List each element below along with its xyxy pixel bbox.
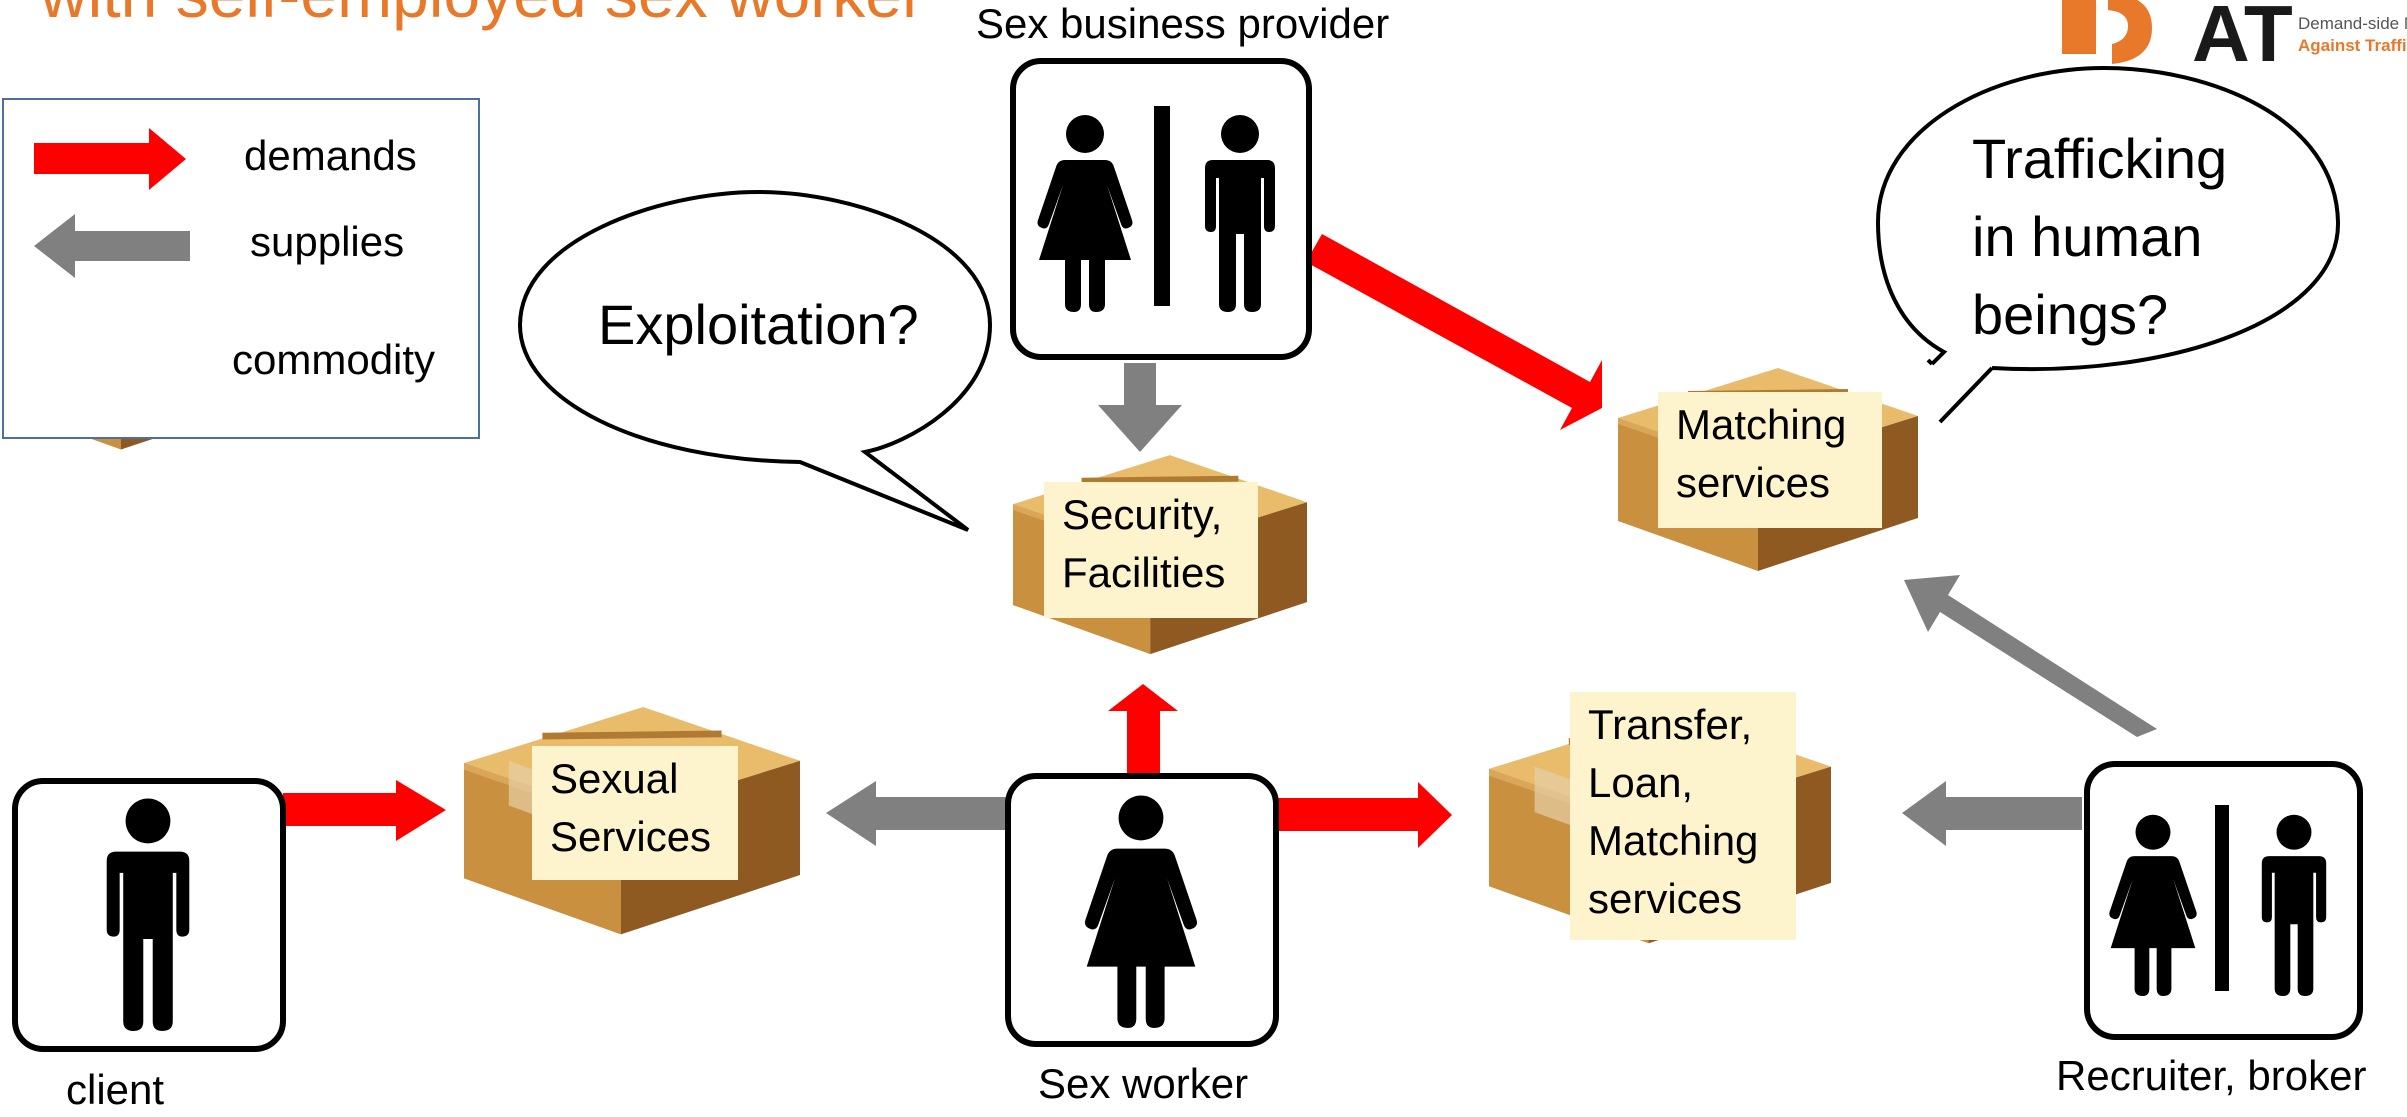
demand-arrow-provider-matching	[1306, 234, 1602, 430]
matching-label: Matching services	[1658, 392, 1882, 528]
demand-arrow-client-sexual	[283, 780, 446, 841]
legend-demands-label: demands	[244, 132, 417, 179]
recruiter-restroom-sign-icon	[2084, 761, 2363, 1040]
demand-arrow-worker-security	[1108, 684, 1178, 780]
demand-arrow-worker-transfer	[1278, 782, 1452, 848]
worker-label: Sex worker	[1038, 1060, 1249, 1107]
logo-tagline-1: Demand-side M	[2298, 14, 2407, 33]
exploitation-bubble	[517, 189, 993, 532]
supply-arrow-recruiter-transfer	[1902, 781, 2082, 846]
legend-commodity-label: commodity	[232, 336, 436, 383]
logo-tagline-2: Against Traffi	[2298, 36, 2407, 55]
worker-woman-icon	[1005, 773, 1279, 1047]
security-label: Security, Facilities	[1044, 482, 1258, 618]
logo-mark-icon	[2062, 0, 2152, 64]
provider-restroom-sign-icon	[1010, 58, 1312, 360]
supply-arrow-provider-security	[1098, 363, 1182, 452]
sexual-label: Sexual Services	[532, 746, 738, 880]
trafficking-bubble-outline	[1875, 65, 2341, 424]
legend: demands supplies commodity	[2, 98, 480, 439]
transfer-label: Transfer, Loan, Matching services	[1570, 692, 1796, 940]
slide-title: with self-employed sex worker	[40, 0, 924, 32]
legend-supply-arrow-icon	[34, 214, 190, 278]
legend-supplies-label: supplies	[250, 218, 405, 265]
recruiter-label: Recruiter, broker	[2056, 1052, 2367, 1099]
client-man-icon	[12, 778, 286, 1052]
supply-arrow-worker-sexual	[826, 781, 1010, 846]
client-label: client	[66, 1066, 165, 1113]
logo-wordmark: AT	[2192, 0, 2293, 78]
provider-label: Sex business provider	[976, 0, 1390, 47]
exploitation-text: Exploitation?	[598, 293, 919, 356]
legend-demand-arrow-icon	[34, 128, 186, 190]
supply-arrow-recruiter-matching	[1904, 575, 2157, 737]
trafficking-text: Trafficking in human beings?	[1972, 127, 2228, 346]
